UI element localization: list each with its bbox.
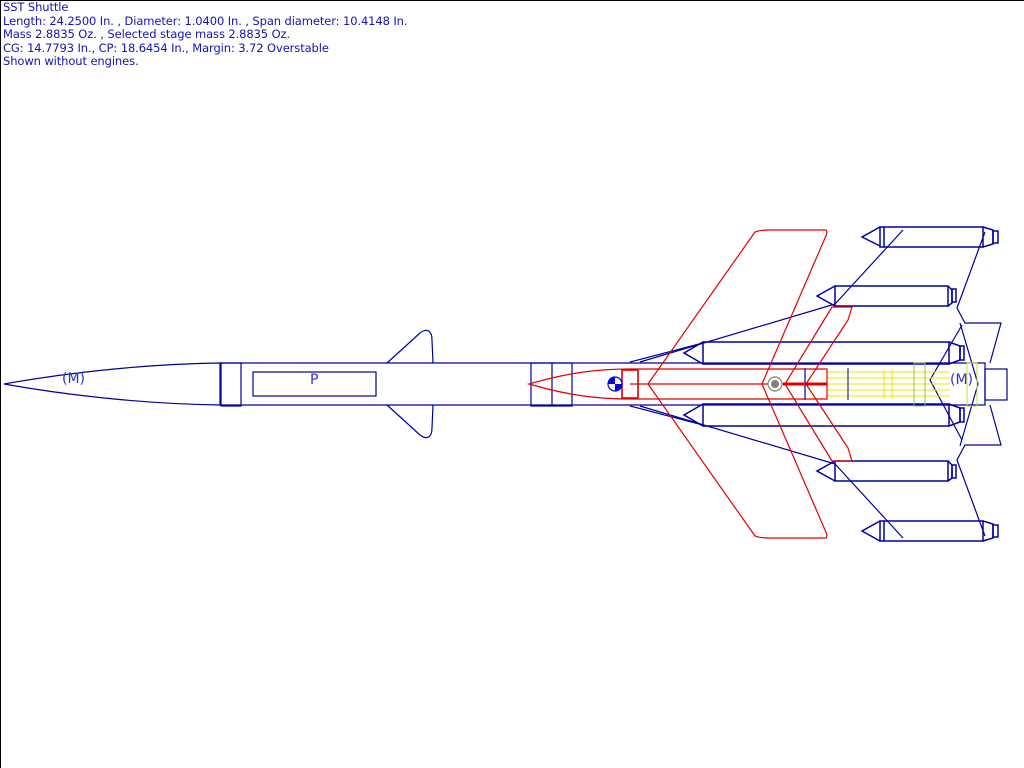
- strut-lower-outer: [834, 463, 904, 539]
- strut-lower-mid: [639, 405, 836, 465]
- canard-bottom: [386, 404, 434, 439]
- nose-cone: [3, 362, 221, 406]
- orbiter-wing: [647, 229, 828, 539]
- tail-fin-chevron-inner: [959, 322, 979, 447]
- strut-upper-mid: [639, 303, 836, 363]
- boosters: [682, 226, 999, 542]
- strut-upper-outer: [834, 229, 904, 305]
- nose-mass-marker: (M): [62, 371, 85, 387]
- booster-inner-top: [682, 341, 965, 365]
- tail-mass-marker: (M): [950, 372, 973, 388]
- booster-mid-bottom: [815, 460, 957, 482]
- frame-top-border: [0, 0, 1024, 1]
- cp-marker-icon: [767, 376, 783, 392]
- strut-upper-inner: [629, 342, 704, 363]
- engines-note: Shown without engines.: [3, 54, 139, 69]
- tail-fin-lower: [956, 404, 1002, 537]
- payload-marker: P: [310, 372, 318, 388]
- stability-readout: CG: 14.7793 In., CP: 18.6454 In., Margin…: [3, 40, 329, 55]
- tail-nozzle: [984, 368, 1008, 401]
- payload-section: [252, 371, 377, 397]
- body-tube: [220, 362, 630, 406]
- canard-top: [386, 329, 434, 364]
- mass-readout: Mass 2.8835 Oz. , Selected stage mass 2.…: [3, 27, 291, 42]
- dimensions-readout: Length: 24.2500 In. , Diameter: 1.0400 I…: [3, 13, 408, 28]
- cg-marker-icon: [607, 376, 623, 392]
- booster-mid-top: [815, 285, 957, 307]
- design-title: SST Shuttle: [3, 0, 69, 14]
- coupler-front: [220, 362, 242, 407]
- booster-outer-top: [860, 226, 999, 248]
- tail-fin-upper: [956, 231, 1002, 364]
- booster-inner-bottom: [682, 403, 965, 427]
- frame-left-border: [0, 0, 1, 768]
- design-info-panel: SST Shuttle Length: 24.2500 In. , Diamet…: [3, 0, 408, 69]
- orbiter: [526, 229, 853, 539]
- strut-lower-inner: [629, 405, 704, 426]
- main-stage: [3, 229, 1008, 539]
- booster-outer-bottom: [860, 520, 999, 542]
